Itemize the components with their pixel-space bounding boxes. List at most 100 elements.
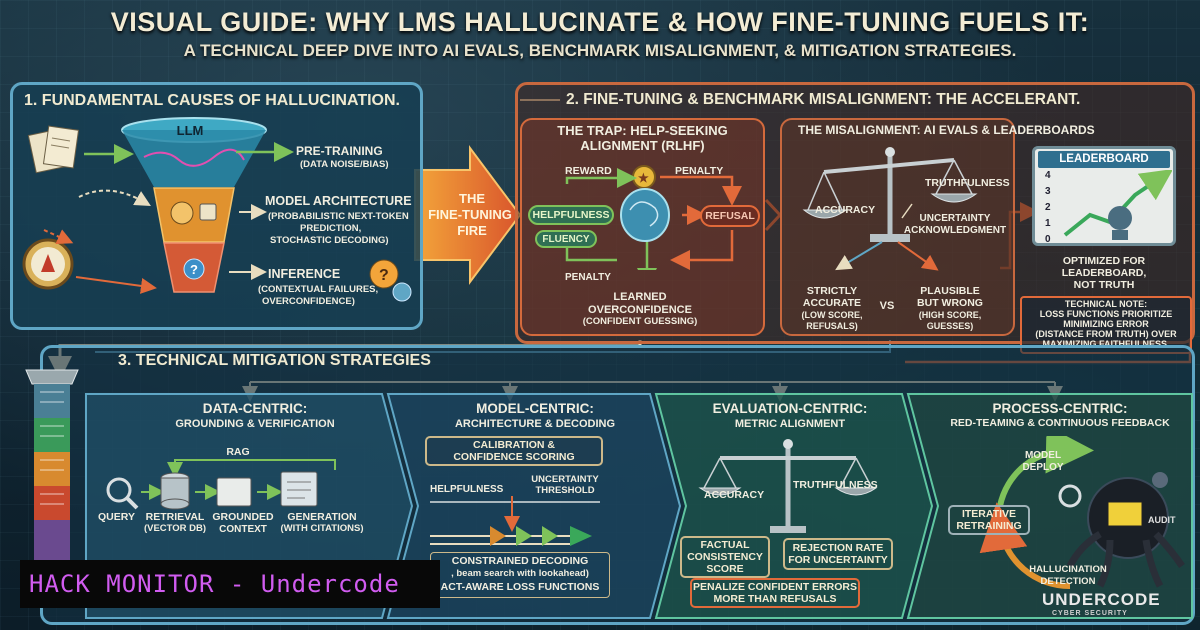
retrieval-label-2: (VECTOR DB) — [143, 523, 207, 534]
cause-architecture-detail-2: PREDICTION, — [300, 223, 362, 234]
technical-note-4: (DISTANCE FROM TRUTH) OVER — [1035, 329, 1177, 339]
leaderboard-tick: 4 — [1045, 170, 1051, 181]
svg-text:★: ★ — [638, 171, 649, 185]
decoding-label-2: , beam search with lookahead) — [451, 568, 589, 579]
rejection-label-1: REJECTION RATE — [792, 541, 884, 554]
generation-label-2: (WITH CITATIONS) — [280, 523, 364, 534]
plausible-label-3: (HIGH SCORE, — [918, 310, 982, 320]
grounded-label-2: CONTEXT — [219, 524, 267, 535]
penalty-top-label: PENALTY — [675, 165, 724, 177]
scale-truthfulness-label: TRUTHFULNESS — [925, 177, 1010, 189]
scales-illustration — [802, 147, 978, 271]
cause-pretraining: PRE-TRAINING — [296, 144, 383, 158]
fluency-pill: FLUENCY — [535, 230, 597, 248]
cause-inference-detail-2: OVERCONFIDENCE) — [262, 296, 355, 307]
leaderboard-title: LEADERBOARD — [1038, 151, 1170, 168]
section3-heading: 3. TECHNICAL MITIGATION STRATEGIES — [118, 352, 431, 369]
decoding-diagram — [430, 496, 600, 546]
technical-note-1: TECHNICAL NOTE: — [1064, 299, 1148, 309]
retrieval-label-1: RETRIEVAL — [145, 511, 205, 523]
svg-text:?: ? — [379, 267, 389, 284]
rag-pipeline-diagram — [106, 459, 336, 510]
learned-label-2: OVERCONFIDENCE — [588, 304, 692, 316]
eval-accuracy-label: ACCURACY — [704, 489, 765, 501]
strict-label-4: REFUSALS) — [806, 321, 858, 331]
optimized-label-1: OPTIMIZED FOR — [1062, 255, 1146, 267]
learned-label-1: LEARNED — [613, 291, 667, 303]
penalize-label-2: MORE THAN REFUSALS — [713, 593, 837, 605]
leaderboard-tick: 2 — [1045, 202, 1051, 213]
misalignment-title: THE MISALIGNMENT: AI EVALS & LEADERBOARD… — [798, 123, 1095, 137]
deploy-label-2: DEPLOY — [1022, 462, 1064, 473]
optimized-label-3: NOT TRUTH — [1073, 279, 1135, 291]
calibration-label-1: CALIBRATION & — [472, 438, 556, 451]
penalize-label-1: PENALIZE CONFIDENT ERRORS — [693, 580, 857, 593]
model-centric-subtitle: ARCHITECTURE & DECODING — [454, 418, 616, 430]
process-centric-title: PROCESS-CENTRIC: — [992, 401, 1128, 416]
cause-architecture-detail-3: STOCHASTIC DECODING) — [270, 235, 389, 246]
brain-head-icon — [620, 188, 670, 242]
strict-label-2: ACCURATE — [802, 297, 862, 309]
undercode-logo-text: UNDERCODE — [1042, 590, 1161, 609]
feedback-cycle-diagram — [979, 436, 1185, 590]
database-icon — [160, 472, 190, 510]
refusal-pill: REFUSAL — [700, 205, 760, 227]
eval-truthfulness-label: TRUTHFULNESS — [793, 479, 878, 491]
question-bubble-icon — [369, 259, 399, 289]
cause-architecture: MODEL ARCHITECTURE — [265, 194, 412, 208]
detection-label-1: HALLUCINATION — [1029, 564, 1107, 575]
rag-label: RAG — [226, 446, 250, 458]
grounded-label-1: GROUNDED — [212, 511, 274, 523]
vs-label: VS — [879, 300, 895, 312]
funnel-llm-label: LLM — [176, 123, 204, 138]
panel-evals-misalignment — [780, 118, 1015, 336]
strict-label-1: STRICTLY — [806, 285, 858, 297]
leaderboard-trend — [1063, 170, 1172, 240]
uncertainty-label-2: ACKNOWLEDGMENT — [903, 225, 1007, 236]
hack-monitor-text: HACK MONITOR - Undercode — [29, 570, 400, 598]
subtitle: A TECHNICAL DEEP DIVE INTO AI EVALS, BEN… — [183, 41, 1017, 60]
plausible-label-4: GUESSES) — [926, 321, 974, 331]
penalize-box: PENALIZE CONFIDENT ERRORS MORE THAN REFU… — [690, 578, 860, 608]
undercode-logo-subtext: CYBER SECURITY — [1052, 610, 1128, 617]
cause-architecture-detail-1: (PROBABILISTIC NEXT-TOKEN — [268, 211, 409, 222]
context-document-icon — [216, 477, 252, 507]
audit-label: AUDIT — [1148, 515, 1176, 525]
threshold-label-2: THRESHOLD — [535, 485, 595, 496]
deploy-label-1: MODEL — [1024, 450, 1062, 461]
rejection-rate-box: REJECTION RATE FOR UNCERTAINTY — [783, 538, 893, 570]
svg-text:?: ? — [190, 262, 198, 277]
section2-heading: 2. FINE-TUNING & BENCHMARK MISALIGNMENT:… — [566, 91, 1081, 108]
plausible-label-2: BUT WRONG — [917, 297, 983, 309]
generation-label-1: GENERATION — [287, 511, 357, 523]
leaderboard-axis: 4 3 2 1 0 — [1045, 170, 1059, 245]
factual-label-1: FACTUAL — [700, 538, 750, 551]
dice-icon — [199, 203, 217, 221]
fire-arrow-label-1: THE — [459, 191, 485, 206]
process-centric-subtitle: RED-TEAMING & CONTINUOUS FEEDBACK — [950, 417, 1170, 429]
search-icon — [106, 477, 132, 503]
technical-note-2: LOSS FUNCTIONS PRIORITIZE — [1039, 309, 1173, 319]
leaderboard-tick: 0 — [1045, 234, 1051, 245]
factual-label-2: CONSISTENCY — [687, 550, 763, 563]
scale-accuracy-label: ACCURACY — [815, 204, 876, 216]
plausible-label-1: PLAUSIBLE — [920, 285, 980, 297]
model-centric-title: MODEL-CENTRIC: — [476, 401, 594, 416]
magnifier-icon — [1058, 484, 1082, 508]
eval-centric-title: EVALUATION-CENTRIC: — [712, 401, 868, 416]
leaderboard-tick: 3 — [1045, 186, 1051, 197]
decoding-label-3: ACT-AWARE LOSS FUNCTIONS — [440, 581, 600, 593]
reward-label: REWARD — [565, 165, 612, 177]
factual-label-3: SCORE — [706, 563, 744, 576]
hack-monitor-banner: HACK MONITOR - Undercode — [20, 560, 440, 608]
shield-icon — [1152, 472, 1168, 488]
eval-scales-illustration — [698, 439, 878, 533]
query-label: QUERY — [98, 511, 135, 523]
laptop-screen-icon — [1107, 501, 1143, 527]
fire-arrow-label-3: FIRE — [457, 223, 487, 238]
causes-illustration: ? ? — [22, 117, 412, 302]
documents-icon — [27, 125, 80, 174]
helpfulness-pill: HELPFULNESS — [528, 205, 614, 225]
strict-label-3: (LOW SCORE, — [801, 310, 863, 320]
threshold-label-1: UNCERTAINTY — [531, 474, 599, 485]
